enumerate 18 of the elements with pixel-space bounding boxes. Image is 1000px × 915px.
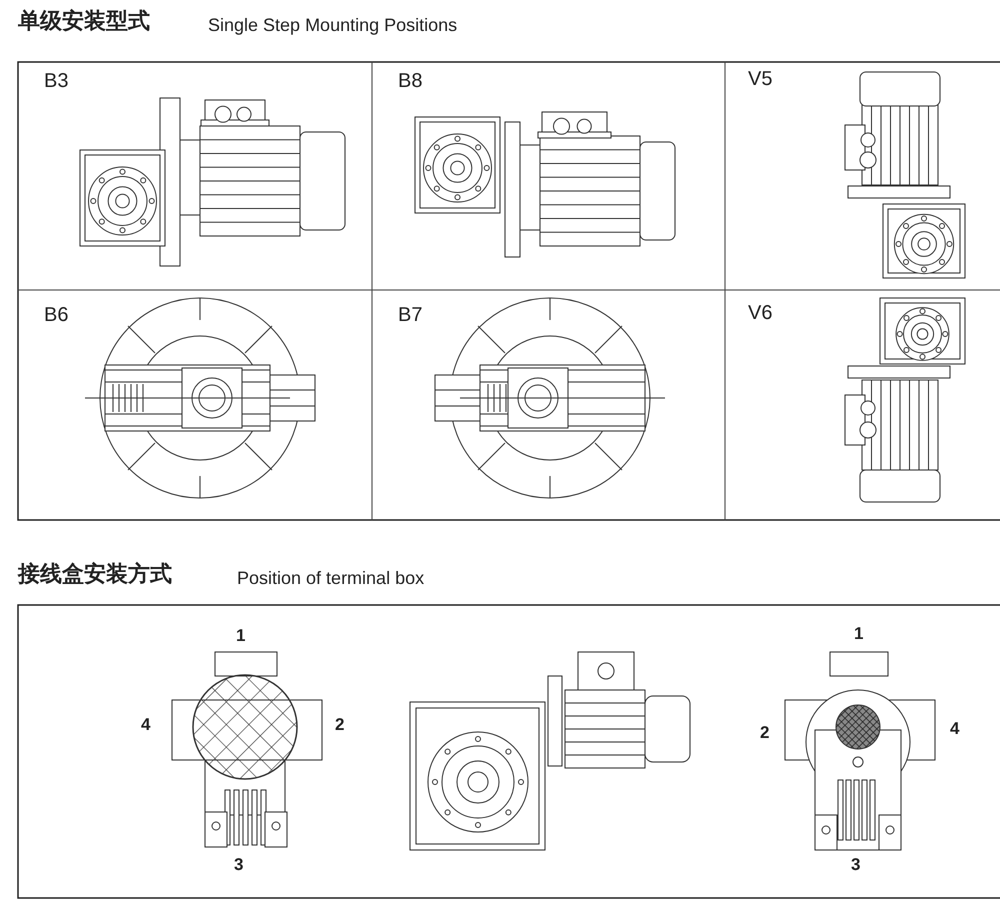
position-number: 4: [141, 716, 150, 735]
position-label: B3: [44, 70, 68, 92]
position-number: 3: [851, 856, 860, 875]
position-number: 4: [950, 720, 960, 739]
position-number: 1: [854, 625, 864, 644]
section-heading: Position of terminal box: [237, 569, 424, 589]
position-label: B6: [44, 304, 68, 326]
position-number: 2: [335, 716, 344, 735]
position-label: V5: [748, 68, 772, 90]
position-number: 3: [234, 856, 244, 875]
position-number: 1: [236, 627, 246, 646]
position-label: B8: [398, 70, 422, 92]
position-number: 2: [760, 724, 770, 743]
section-heading: Single Step Mounting Positions: [208, 16, 458, 36]
position-label: V6: [748, 302, 772, 324]
section-heading: 接线盒安装方式: [18, 563, 172, 588]
section-heading: 单级安装型式: [18, 10, 150, 34]
position-label: B7: [398, 304, 422, 326]
